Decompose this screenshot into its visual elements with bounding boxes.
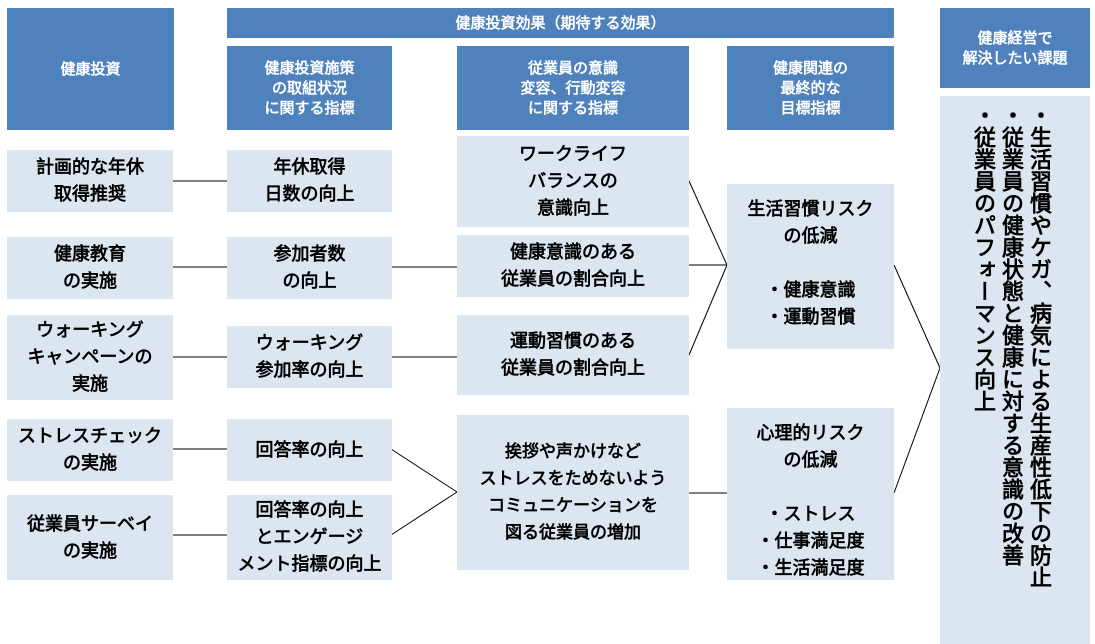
connector-line (390, 448, 458, 493)
investment-box: ストレスチェック の実施 (7, 419, 173, 481)
header-measures: 健康投資施策 の取組状況 に関する指標 (227, 46, 392, 130)
awareness-box: ワークライフ バランスの 意識向上 (457, 136, 689, 227)
header-goals: 健康関連の 最終的な 目標指標 (727, 46, 894, 130)
goal-box: 心理的リスク の低減 ・ストレス ・仕事満足度 ・生活満足度 (727, 408, 894, 580)
measure-box: 回答率の向上 (227, 419, 392, 481)
awareness-box: 挨拶や声かけなど ストレスをためないよう コミュニケーションを 図る従業員の増加 (457, 415, 689, 570)
investment-box: 計画的な年休 取得推奨 (7, 150, 173, 212)
measure-box: 参加者数 の向上 (227, 237, 392, 299)
investment-box: ウォーキング キャンペーンの 実施 (7, 315, 173, 400)
issues-panel (940, 96, 1090, 644)
goal-box: 生活習慣リスク の低減 ・健康意識 ・運動習慣 (727, 184, 894, 349)
issue-item: ・生活習慣やケガ、病気による生産性低下の防止 (1026, 104, 1051, 588)
issue-item: ・従業員のパフォーマンス向上 (970, 104, 995, 412)
header-issues: 健康経営で 解決したい課題 (940, 8, 1090, 88)
header-awareness: 従業員の意識 変容、行動変容 に関する指標 (457, 46, 689, 130)
awareness-box: 健康意識のある 従業員の割合向上 (457, 235, 689, 297)
investment-box: 従業員サーベイ の実施 (7, 495, 173, 580)
header-effects: 健康投資効果（期待する効果） (227, 8, 894, 38)
measure-box: ウォーキング 参加率の向上 (227, 326, 392, 388)
measure-box: 回答率の向上 とエンゲージ メント指標の向上 (227, 495, 392, 580)
issues-text: ・生活習慣やケガ、病気による生産性低下の防止 ・従業員の健康状態と健康に対する意… (968, 104, 1052, 638)
awareness-box: 運動習慣のある 従業員の割合向上 (457, 315, 689, 395)
investment-box: 健康教育 の実施 (7, 237, 173, 299)
connector-line (688, 180, 728, 266)
connector-line (390, 491, 458, 536)
connector-line (893, 264, 941, 369)
header-investment: 健康投資 (7, 8, 174, 130)
measure-box: 年休取得 日数の向上 (227, 150, 392, 212)
issue-item: ・従業員の健康状態と健康に対する意識の改善 (998, 104, 1023, 566)
connector-line (688, 264, 728, 356)
connector-line (893, 367, 941, 494)
